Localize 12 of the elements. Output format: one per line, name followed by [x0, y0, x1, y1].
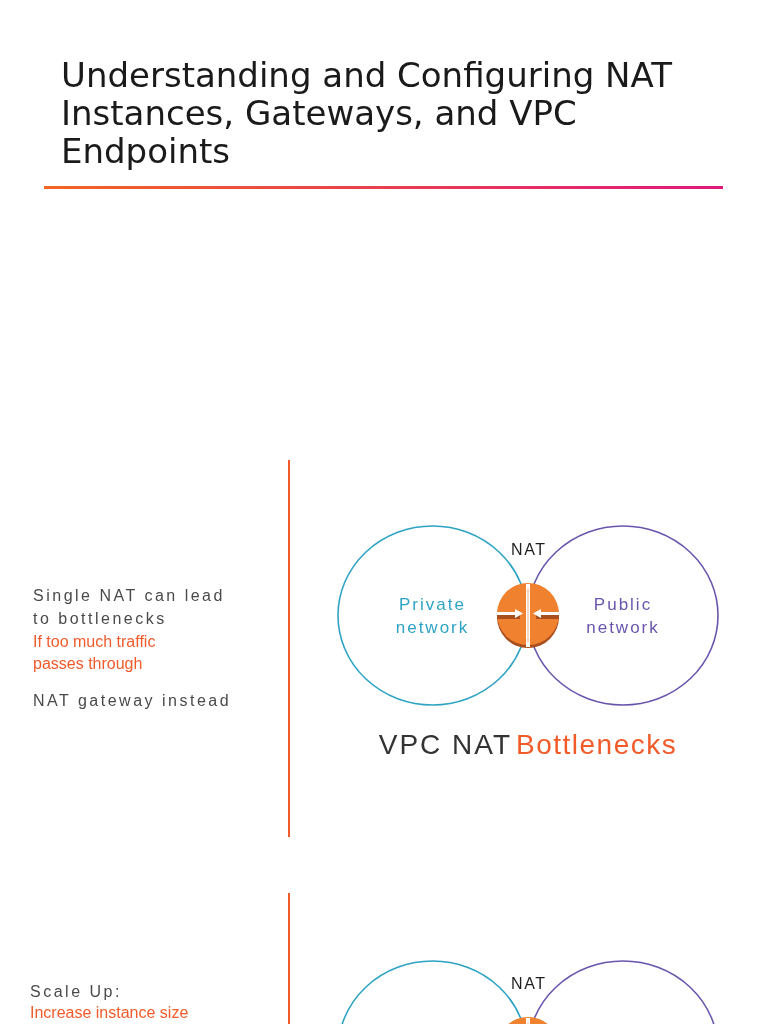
- diagram-caption: Bottlenecks: [516, 728, 678, 762]
- node-label: NAT: [510, 974, 548, 994]
- node-label: NAT: [510, 540, 548, 560]
- bullet-text: NAT gateway instead: [33, 691, 233, 711]
- network-label: Public network: [585, 593, 661, 639]
- diagram-caption: VPC NAT: [378, 728, 512, 762]
- network-label: Private network: [394, 593, 471, 639]
- sub-bullet-text: If too much traffic passes through: [33, 632, 157, 674]
- slide-title: Understanding and Configuring NAT Instances, Gateways, and VPC Endpoints: [61, 56, 673, 170]
- sub-bullet-text: Increase instance size: [30, 1003, 190, 1023]
- bullet-text: Scale Up:: [30, 982, 123, 1002]
- bullet-text: Single NAT can lead to bottlenecks: [33, 586, 226, 629]
